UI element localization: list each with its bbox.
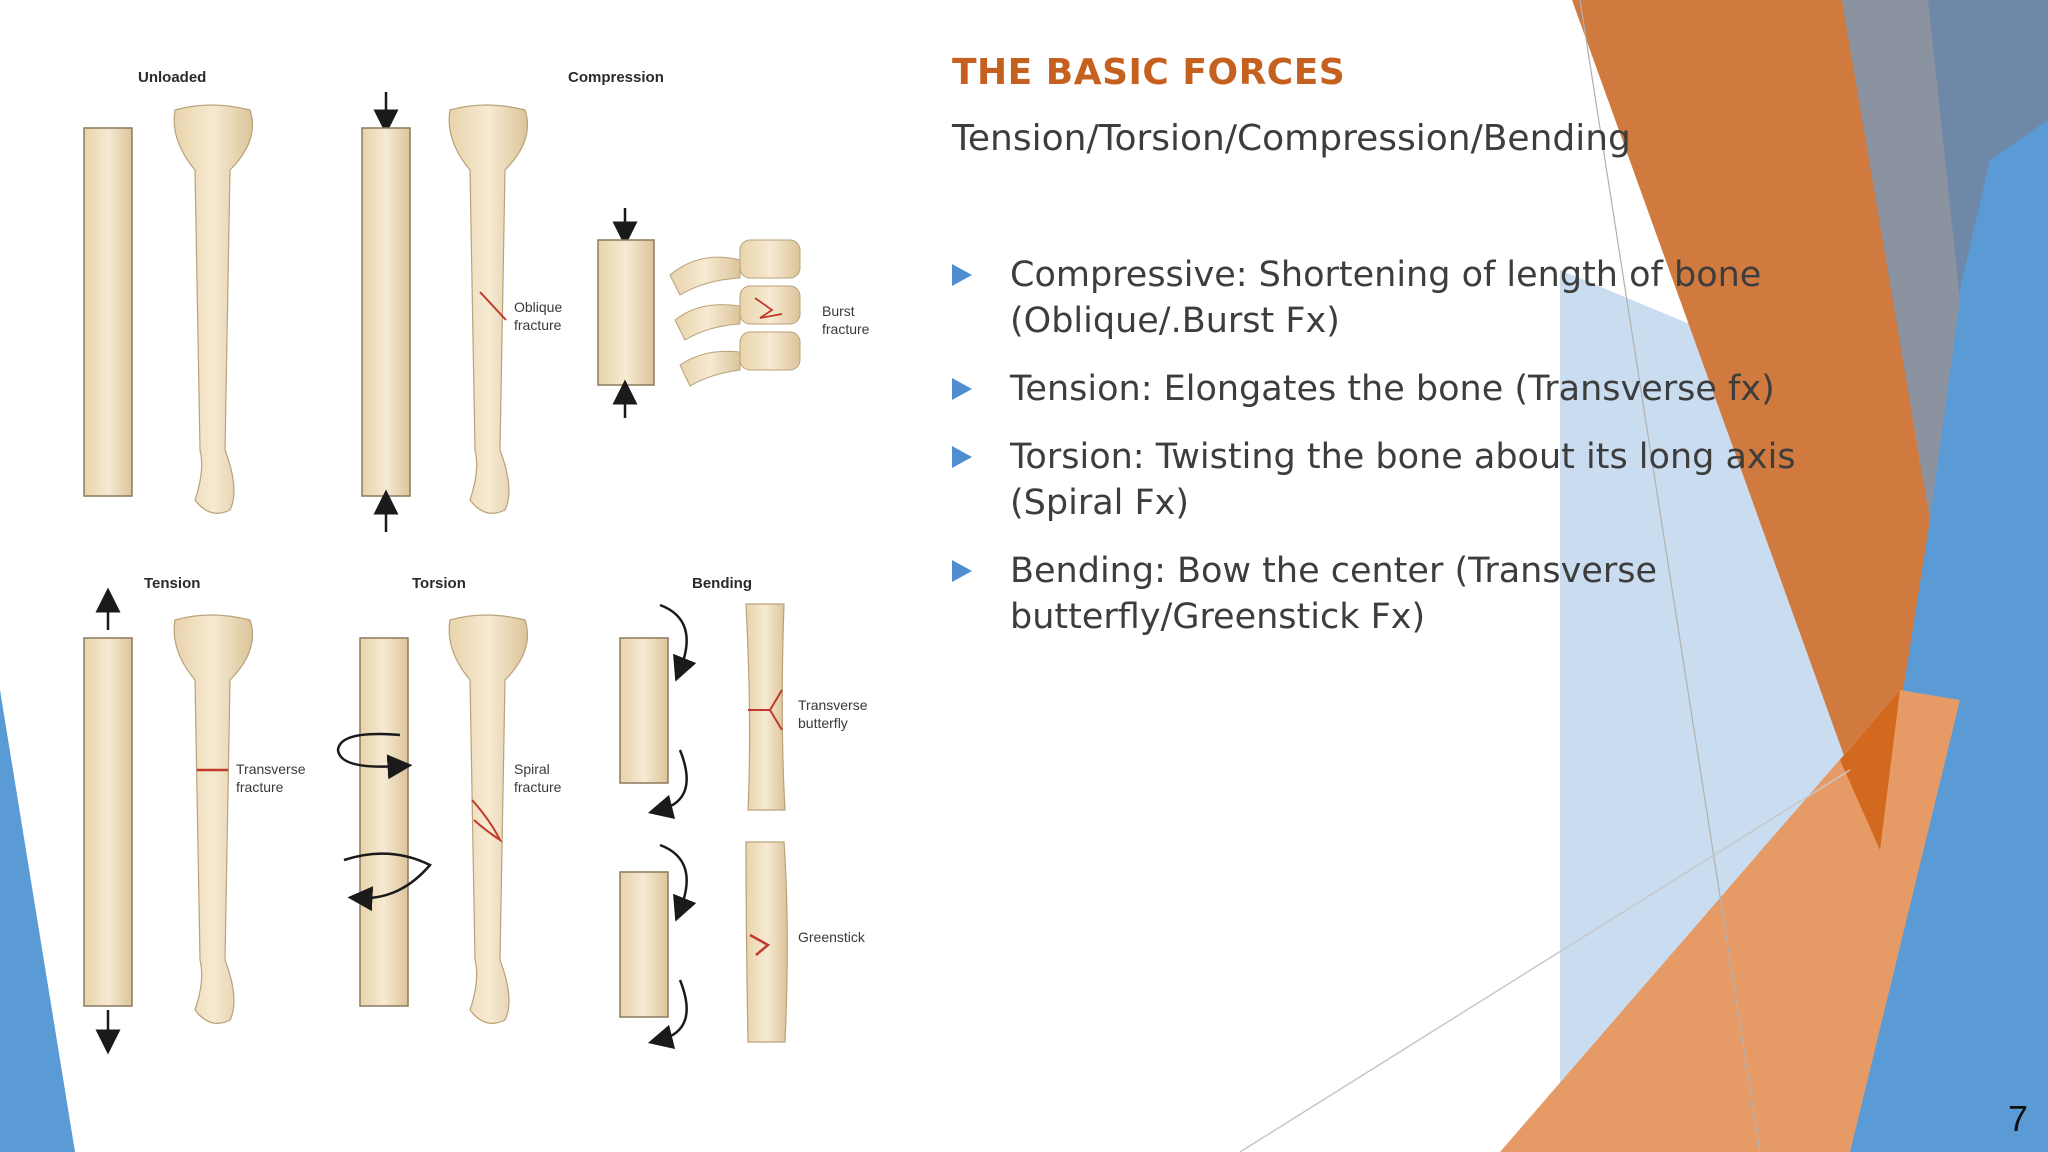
vertebra-illustration [669, 239, 801, 387]
oblique-label-1: Oblique [514, 299, 562, 315]
triangle-bullet-icon [952, 264, 972, 286]
thin-vertical-line [1579, 0, 1761, 1152]
label-tension: Tension [144, 575, 200, 592]
burst-label-1: Burst [822, 303, 855, 319]
bending-arrow-2a [659, 843, 697, 922]
bending-block-1 [619, 637, 669, 784]
transverse-label-1: Transverse [236, 761, 306, 777]
label-unloaded: Unloaded [138, 69, 206, 86]
bullet-text: Compressive: Shortening of length of bon… [1010, 255, 1762, 341]
spiral-label-2: fracture [514, 779, 562, 795]
compression-bone [448, 104, 529, 514]
slide-title: THE BASIC FORCES [952, 52, 1346, 93]
torsion-block [359, 637, 409, 1007]
butterfly-fracture-line [748, 689, 783, 731]
greenstick-fracture-line [749, 933, 771, 956]
bullet-list: Compressive: Shortening of length of bon… [952, 252, 1812, 662]
oblique-fracture-line [479, 291, 507, 321]
burst-label-2: fracture [822, 321, 870, 337]
greenstick-label: Greenstick [798, 929, 866, 945]
bottom-orange-wedge [1500, 690, 1960, 1152]
bullet-tension: Tension: Elongates the bone (Transverse … [952, 366, 1812, 412]
spiral-fracture-line [471, 799, 503, 843]
slide-subtitle: Tension/Torsion/Compression/Bending [952, 118, 1631, 159]
left-blue-accent [0, 690, 75, 1152]
tension-bone [173, 614, 254, 1024]
burst-block [597, 239, 655, 386]
bending-arrow-1a [659, 603, 697, 682]
bending-arrow-2b [647, 979, 688, 1050]
label-torsion: Torsion [412, 575, 466, 592]
unloaded-block [83, 127, 133, 497]
bending-block-2 [619, 871, 669, 1018]
oblique-label-2: fracture [514, 317, 562, 333]
page-number: 7 [2008, 1098, 2029, 1139]
bullet-compressive: Compressive: Shortening of length of bon… [952, 252, 1812, 344]
spiral-label-1: Spiral [514, 761, 550, 777]
bending-bone-1 [745, 603, 786, 811]
tension-block [83, 637, 133, 1007]
torsion-arrow-top [336, 732, 413, 780]
unloaded-bone [173, 104, 254, 514]
compression-block [361, 127, 411, 497]
butterfly-label-1: Transverse [798, 697, 868, 713]
label-compression: Compression [568, 69, 664, 86]
thin-diagonal-line [1239, 769, 1851, 1152]
bullet-bending: Bending: Bow the center (Transverse butt… [952, 548, 1812, 640]
triangle-bullet-icon [952, 560, 972, 582]
bullet-text: Tension: Elongates the bone (Transverse … [1010, 369, 1775, 409]
butterfly-label-2: butterfly [798, 715, 848, 731]
transverse-label-2: fracture [236, 779, 284, 795]
right-grey-panel [1842, 0, 1960, 520]
bullet-torsion: Torsion: Twisting the bone about its lon… [952, 434, 1812, 526]
bottom-orange-sliver [1840, 690, 1900, 850]
triangle-bullet-icon [952, 378, 972, 400]
torsion-arrow-bottom [343, 852, 432, 912]
bullet-text: Bending: Bow the center (Transverse butt… [1010, 551, 1658, 637]
triangle-bullet-icon [952, 446, 972, 468]
right-orange-ribbon [1572, 0, 1930, 850]
label-bending: Bending [692, 575, 752, 592]
bullet-text: Torsion: Twisting the bone about its lon… [1010, 437, 1796, 523]
bone-forces-figure: Unloaded Compression Tension Torsion Ben… [83, 69, 870, 1055]
bending-arrow-1b [647, 749, 688, 820]
bending-bone-2 [745, 841, 788, 1043]
